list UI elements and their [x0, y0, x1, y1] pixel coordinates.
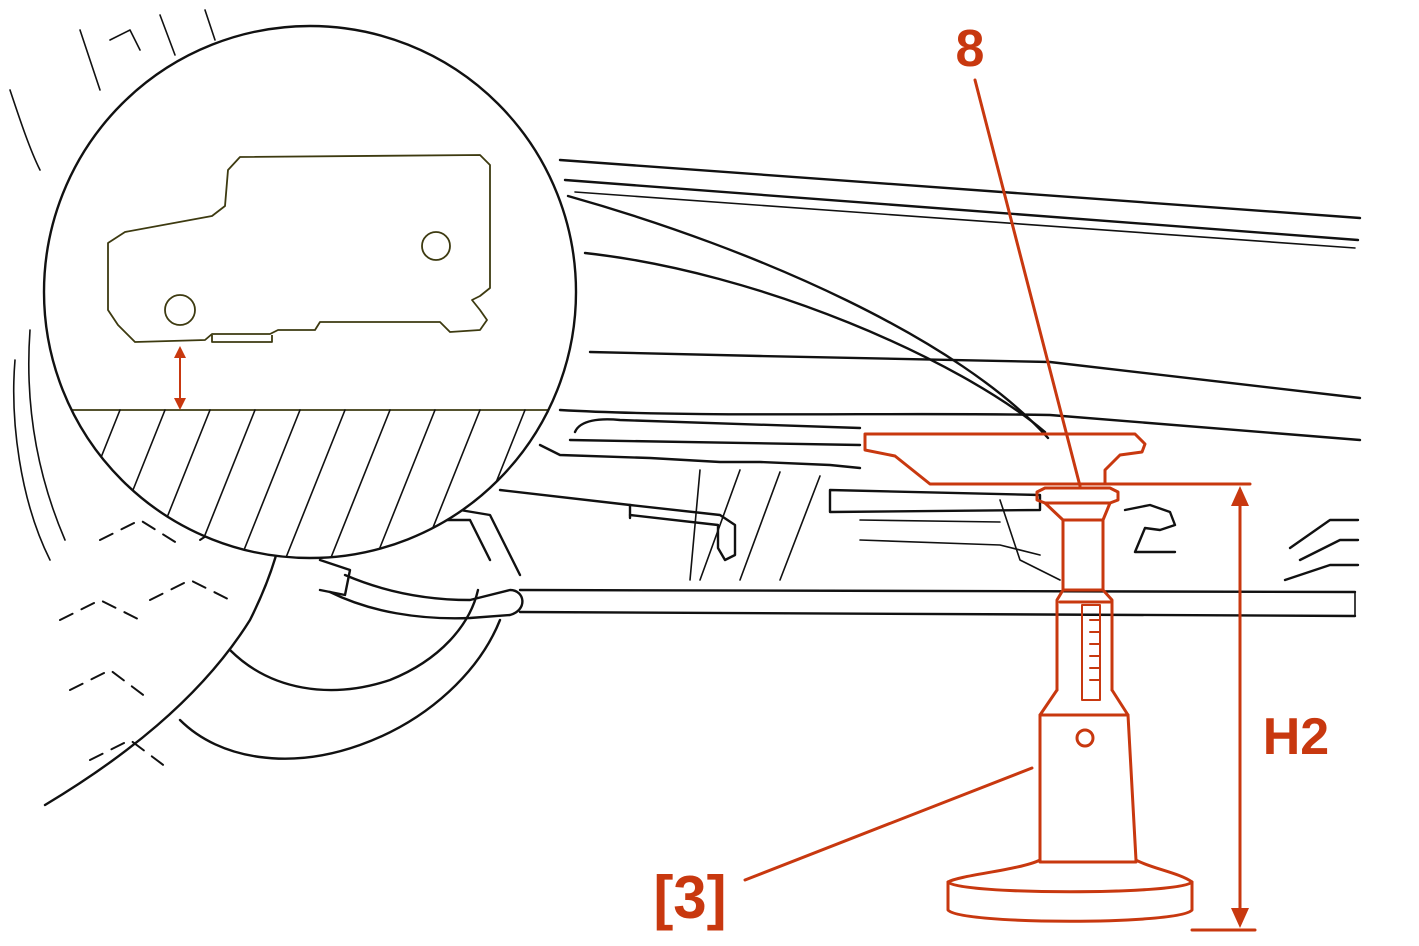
jack-stand [863, 432, 1252, 923]
tool-reference-label: [3] [653, 864, 726, 931]
tool-3-leader [743, 766, 1034, 882]
part-number-label: 8 [956, 20, 985, 78]
clearance-arrow [174, 346, 186, 410]
jacking-point-bracket [107, 154, 491, 343]
part-8-leader [973, 78, 1082, 488]
vehicle-underbody [318, 158, 1362, 620]
jack-saddle-pad [863, 432, 1147, 486]
magnified-detail [42, 24, 1050, 560]
bracket-hole-left [164, 294, 196, 326]
wheel-and-tyre [9, 9, 502, 807]
bracket-hole-right [421, 231, 451, 261]
dimension-h2-label: H2 [1263, 708, 1329, 766]
annotation-lines [743, 78, 1257, 932]
